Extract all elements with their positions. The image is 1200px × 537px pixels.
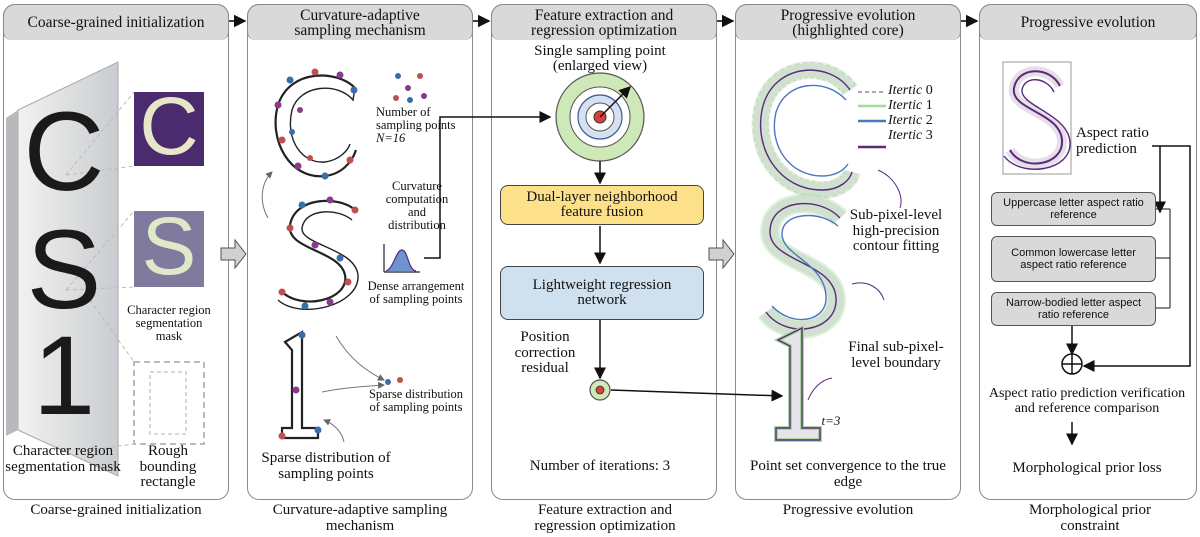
- bbox-rect: [133, 361, 205, 445]
- sign-letter-s: S: [26, 207, 102, 332]
- points-legend: [393, 73, 427, 103]
- sign-photo: [6, 61, 119, 477]
- caption-morph: Morphological prior constraint: [1028, 502, 1152, 534]
- panel-header-coarse: Coarse-grained initialization: [3, 4, 229, 40]
- ref-narrow: Narrow-bodied letter aspect ratio refere…: [991, 292, 1156, 326]
- caption-sampling: Curvature-adaptive sampling mechanism: [272, 502, 448, 534]
- block-arrow-1: [220, 238, 247, 270]
- panel-sampling: [247, 4, 473, 500]
- residual-point: [589, 379, 611, 401]
- legend-iter-0: Itertic 0: [888, 83, 933, 98]
- residual-label: Position correction residual: [514, 329, 576, 376]
- sampling-c: [274, 74, 358, 178]
- curvature-label: Curvature computation and distribution: [385, 179, 449, 232]
- subpixel-label: Sub-pixel-level high-precision contour f…: [849, 207, 943, 254]
- caption-coarse: Coarse-grained initialization: [30, 502, 202, 518]
- sign-letter-one: 1: [32, 313, 96, 438]
- sparse-label: Sparse distribution of sampling points: [261, 450, 391, 482]
- ref-lowercase: Common lowercase letter aspect ratio ref…: [991, 236, 1156, 282]
- final-boundary-label: Final sub-pixel-level boundary: [848, 339, 944, 371]
- panel-header-feature: Feature extraction and regression optimi…: [491, 4, 717, 40]
- mask-letter-c: C: [139, 81, 199, 172]
- caption-feature: Feature extraction and regression optimi…: [534, 502, 676, 534]
- num-points-text: Number of sampling points: [376, 105, 456, 132]
- legend-iter-3: Itertic 3: [888, 128, 933, 143]
- dense-label: Dense arrangement of sampling points: [367, 279, 465, 306]
- aspect-label: Aspect ratio prediction: [1076, 125, 1149, 157]
- panel-header-progressive: Progressive evolution (highlighted core): [735, 4, 961, 40]
- mask-label: Character region segmentation mask: [127, 303, 211, 343]
- evolved-one: [773, 324, 822, 442]
- sparse-small-label: Sparse distribution of sampling points: [368, 387, 464, 414]
- sampling-one: [280, 330, 320, 440]
- dual-layer-box: Dual-layer neighborhood feature fusion: [500, 185, 704, 225]
- single-point-label: Single sampling point (enlarged view): [534, 43, 666, 74]
- mask-s: [134, 211, 204, 287]
- block-arrow-2: [708, 238, 735, 270]
- region-label: Character region segmentation mask: [5, 443, 121, 475]
- num-points-value: N=16: [376, 131, 406, 145]
- evolved-c: [751, 61, 861, 200]
- single-point-enlarged: [555, 72, 645, 162]
- evolved-s: [757, 193, 848, 339]
- iterations-label: Number of iterations: 3: [529, 458, 671, 474]
- sign-letter-c: C: [23, 89, 105, 214]
- bbox-label: Rough bounding rectangle: [139, 443, 197, 490]
- verify-label: Aspect ratio prediction verification and…: [988, 386, 1186, 416]
- aspect-box: [1002, 61, 1072, 175]
- num-points-label: Number of sampling points N=16: [376, 106, 472, 145]
- ref-uppercase: Uppercase letter aspect ratio reference: [991, 192, 1156, 226]
- panel-header-sampling: Curvature-adaptive sampling mechanism: [247, 4, 473, 40]
- mask-letter-s: S: [141, 201, 197, 292]
- t-label: t=3: [821, 413, 841, 428]
- mask-c: [134, 92, 204, 166]
- legend-iter-2: Itertic 2: [888, 113, 933, 128]
- plus-circle-icon: [1061, 353, 1083, 375]
- regression-box: Lightweight regression network: [500, 266, 704, 320]
- loss-label: Morphological prior loss: [1012, 460, 1162, 476]
- curvature-chart: [383, 244, 420, 273]
- sampling-points: [274, 68, 359, 440]
- legend-iter-1: Itertic 1: [888, 98, 933, 113]
- sampling-s: [277, 199, 359, 310]
- caption-progressive: Progressive evolution: [782, 502, 914, 518]
- converge-label: Point set convergence to the true edge: [750, 458, 946, 490]
- panel-header-morph: Progressive evolution: [979, 4, 1197, 40]
